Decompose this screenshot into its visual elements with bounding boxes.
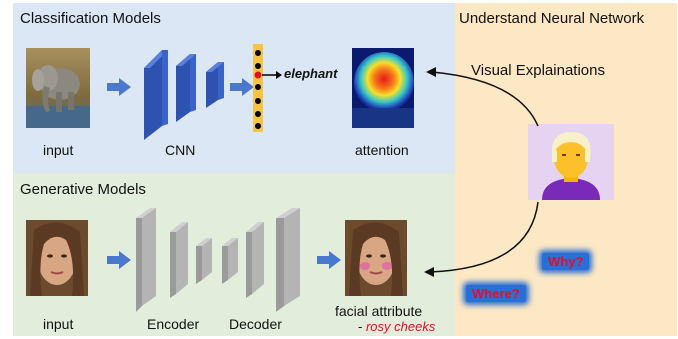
classification-title: Classification Models	[20, 10, 161, 27]
rosy-cheeks-label: - rosy cheeks	[358, 319, 436, 334]
generative-title: Generative Models	[20, 181, 146, 198]
where-question: Where?	[466, 285, 526, 302]
facial-attribute-label: facial attribute	[335, 303, 423, 319]
prediction-arrow-icon	[262, 71, 282, 79]
arrow-right-icon	[107, 78, 131, 96]
attention-label: attention	[355, 142, 409, 158]
side-title: Understand Neural Network	[459, 10, 645, 27]
attention-heatmap	[352, 48, 414, 128]
face-output-image	[345, 220, 407, 296]
cnn-label: CNN	[165, 142, 196, 158]
output-neurons	[254, 50, 262, 129]
decoder-layers	[222, 208, 300, 312]
classification-input-label: input	[43, 142, 74, 158]
why-question: Why?	[542, 253, 590, 270]
prediction-label: elephant	[284, 66, 338, 81]
arrow-right-icon	[317, 251, 341, 269]
cnn-layers	[144, 50, 224, 140]
decoder-label: Decoder	[229, 316, 282, 332]
arrow-right-icon	[107, 251, 131, 269]
encoder-label: Encoder	[147, 316, 200, 332]
side-subtitle: Visual Explainations	[471, 62, 605, 79]
elephant-input-image	[26, 48, 90, 128]
explanation-arrows	[424, 67, 539, 277]
face-input-image	[26, 220, 88, 296]
generative-input-label: input	[43, 316, 74, 332]
encoder-layers	[136, 208, 212, 312]
person-avatar	[528, 124, 614, 200]
arrow-right-icon	[230, 78, 254, 96]
